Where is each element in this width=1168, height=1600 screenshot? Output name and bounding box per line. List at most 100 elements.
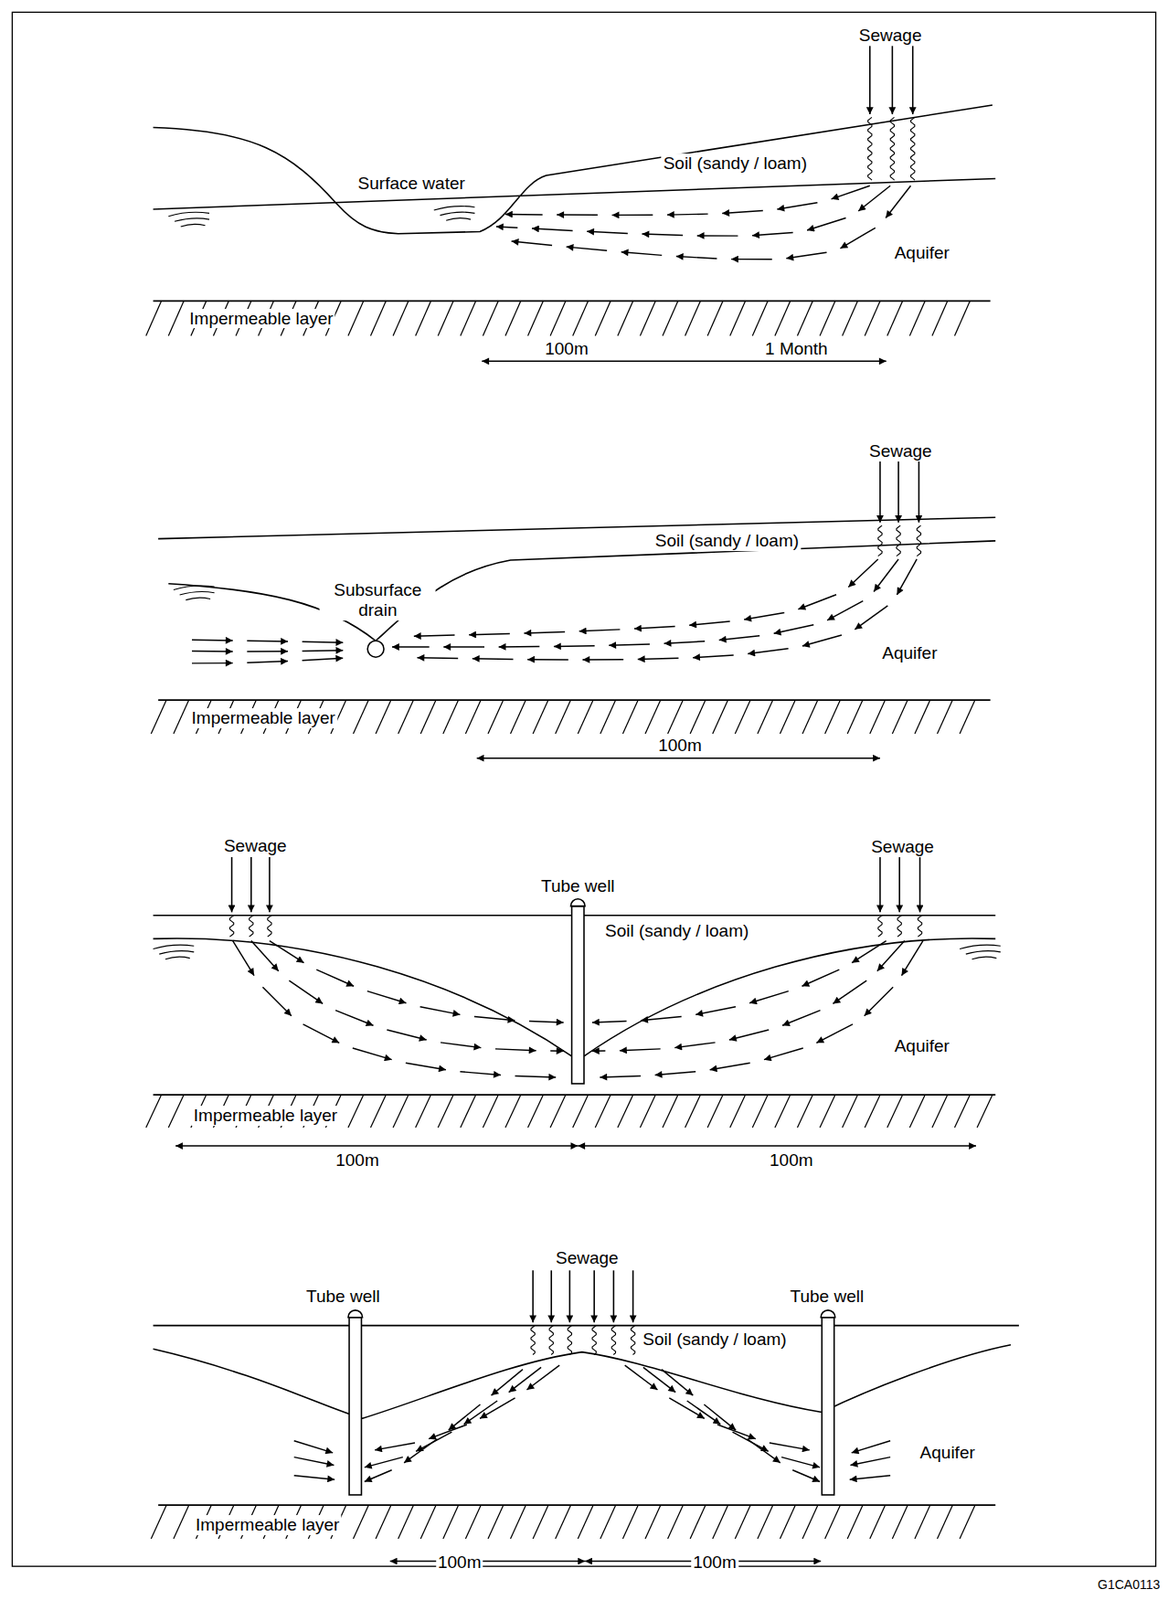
flow-arrow (719, 636, 760, 641)
hatch-stroke (371, 300, 387, 336)
flow-arrow (643, 1367, 676, 1392)
hatch-stroke (460, 1094, 477, 1128)
hatch-stroke (150, 1505, 167, 1540)
infiltration-squiggle (916, 525, 921, 557)
hatch-stroke (173, 1505, 190, 1540)
hatch-stroke (959, 700, 976, 734)
flow-arrow (710, 1062, 751, 1071)
hatch-stroke (730, 1094, 746, 1128)
hatch-stroke (842, 300, 859, 336)
hatch-stroke (420, 700, 436, 734)
flow-arrow (405, 1062, 446, 1071)
diagram-label: 100m (435, 1552, 484, 1573)
flow-arrow (851, 941, 887, 964)
flow-arrow (592, 1021, 627, 1023)
hatch-stroke (437, 300, 454, 336)
flow-arrow (816, 1024, 853, 1043)
flow-arrow (474, 1017, 515, 1021)
hatch-stroke (914, 1505, 931, 1540)
hatch-stroke (482, 300, 499, 336)
flow-arrow (621, 252, 663, 256)
flow-arrow (722, 211, 764, 214)
flow-arrow (717, 1424, 756, 1440)
infiltration-squiggle (611, 1326, 616, 1356)
flow-arrow (785, 252, 827, 259)
flow-arrow (246, 639, 288, 642)
hatch-stroke (532, 1505, 549, 1540)
sewage-arrow (918, 459, 921, 523)
hatch-stroke (639, 1094, 656, 1128)
flow-arrow (531, 228, 574, 231)
hatch-stroke (932, 300, 948, 336)
flow-arrow (428, 1424, 468, 1440)
hatch-stroke (712, 1505, 729, 1540)
flow-arrow (608, 644, 650, 646)
hatch-stroke (819, 300, 836, 336)
sewage-arrow (531, 1270, 534, 1323)
flow-arrow (246, 650, 288, 653)
flow-arrow (885, 185, 911, 218)
hatch-stroke (443, 1505, 459, 1540)
infiltration-squiggle (897, 915, 902, 937)
hatch-stroke (825, 1505, 841, 1540)
infiltration-squiggle (917, 915, 922, 937)
diagram-label: Sewage (553, 1249, 621, 1270)
flow-arrow (782, 1010, 820, 1027)
well-cap (348, 1310, 363, 1318)
flow-arrow (553, 645, 595, 648)
hatch-stroke (825, 700, 841, 734)
diagram-label: 100m (767, 1150, 816, 1171)
flow-arrow (703, 1404, 736, 1431)
infiltration-squiggle (530, 1326, 535, 1356)
hatch-stroke (891, 1505, 908, 1540)
flow-arrow (746, 1439, 780, 1464)
sewage-arrow (268, 857, 271, 913)
hatch-stroke (371, 1094, 387, 1128)
flow-arrow (392, 646, 430, 648)
flow-arrow (902, 941, 924, 977)
hatch-stroke (685, 300, 701, 336)
infiltration-squiggle (910, 116, 915, 181)
flow-arrow (262, 987, 291, 1017)
diagram-label: 1 Month (763, 339, 830, 360)
hatch-stroke (707, 1094, 723, 1128)
flow-arrow (582, 658, 624, 661)
flow-arrow (505, 213, 543, 216)
diagram-label: Impermeable layer (190, 709, 338, 730)
hatch-stroke (353, 1505, 370, 1540)
hatch-stroke (505, 1094, 521, 1128)
flow-arrow (403, 1439, 437, 1464)
impermeable-top (153, 300, 991, 303)
flow-arrow (801, 969, 839, 987)
flow-arrow (294, 1475, 335, 1480)
flow-arrow (827, 601, 863, 621)
flow-arrow (233, 941, 255, 977)
flow-arrow (550, 1050, 563, 1052)
flow-arrow (515, 1075, 557, 1078)
flow-arrow (440, 1042, 481, 1049)
hatch-stroke (842, 1094, 859, 1128)
hatch-stroke (819, 1094, 836, 1128)
sewage-arrow (632, 1270, 635, 1323)
hatch-stroke (752, 300, 768, 336)
flow-arrow (674, 1042, 715, 1049)
flow-arrow (269, 941, 305, 964)
hatch-stroke (734, 1505, 751, 1540)
diagram-label: Aquifer (918, 1443, 977, 1464)
infiltration-squiggle (229, 915, 234, 937)
flow-arrow (664, 641, 706, 645)
flow-arrow (303, 1024, 340, 1043)
hatch-stroke (392, 1094, 409, 1128)
hatch-stroke (932, 1094, 948, 1128)
flow-arrow (849, 1457, 891, 1466)
ground-surface (153, 1325, 1020, 1328)
infiltration-squiggle (878, 525, 882, 557)
hatch-stroke (847, 1505, 863, 1540)
flow-arrow (687, 1401, 722, 1425)
hatch-stroke (168, 1094, 184, 1128)
flow-arrow (864, 987, 893, 1017)
flow-arrow (302, 658, 344, 661)
flow-arrow (641, 233, 683, 235)
hatch-stroke (909, 300, 925, 336)
flow-arrow (792, 1470, 820, 1483)
